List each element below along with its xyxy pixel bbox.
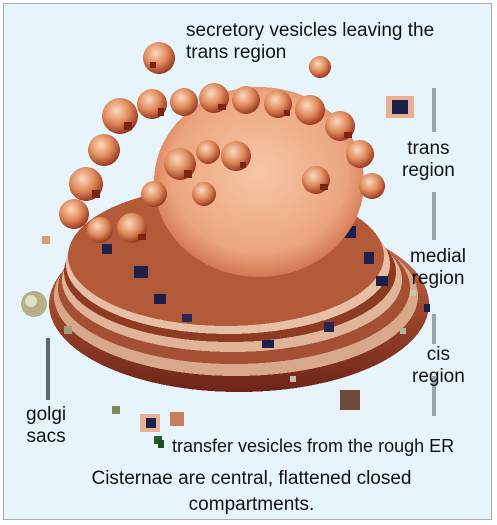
label-trans-region: trans region xyxy=(402,138,455,182)
label-secretory-line1: secretory vesicles leaving the xyxy=(186,20,434,42)
label-cis-line1: cis xyxy=(412,344,465,366)
label-golgi-sacs: golgi sacs xyxy=(26,404,66,448)
label-transfer-vesicles: transfer vesicles from the rough ER xyxy=(172,435,454,457)
label-medial-region: medial region xyxy=(410,246,466,290)
label-medial-line2: region xyxy=(410,268,466,290)
label-golgi-line1: golgi xyxy=(26,404,66,426)
label-cis-line2: region xyxy=(412,366,465,388)
label-secretory-vesicles: secretory vesicles leaving the trans reg… xyxy=(186,20,434,64)
label-golgi-line2: sacs xyxy=(26,426,66,448)
label-trans-line1: trans xyxy=(402,138,455,160)
caption-line2: compartments. xyxy=(44,492,459,518)
dark-vesicle xyxy=(386,96,414,118)
diagram-caption: Cisternae are central, flattened closed … xyxy=(44,466,459,518)
caption-line1: Cisternae are central, flattened closed xyxy=(44,466,459,492)
label-secretory-line2: trans region xyxy=(186,42,434,64)
diagram-panel: secretory vesicles leaving the trans reg… xyxy=(3,3,492,520)
left-vesicle xyxy=(21,291,47,317)
label-medial-line1: medial xyxy=(410,246,466,268)
label-trans-line2: region xyxy=(402,160,455,182)
label-cis-region: cis region xyxy=(412,344,465,388)
